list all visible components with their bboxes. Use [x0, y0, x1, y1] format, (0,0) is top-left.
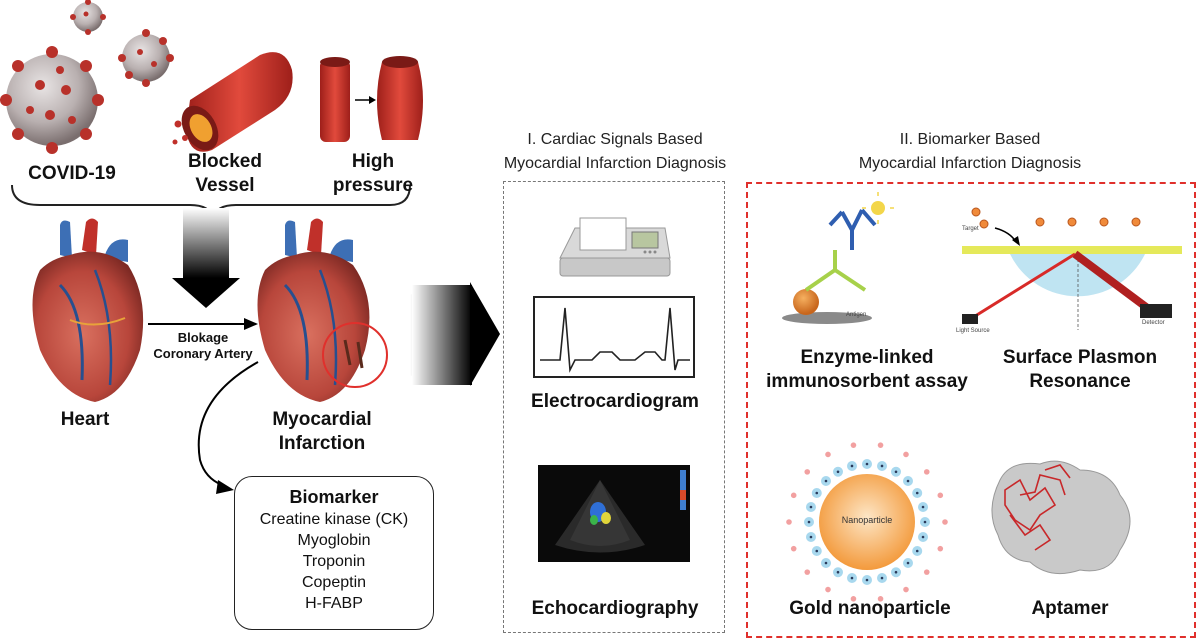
biomarker-item: H-FABP	[305, 595, 363, 612]
nanoparticle-shell-dot-core	[915, 491, 919, 495]
biomarker-box: Biomarker Creatine kinase (CK) Myoglobin…	[234, 476, 434, 630]
covid-virus-large-icon	[0, 46, 104, 154]
section1-title: I. Cardiac Signals Based Myocardial Infa…	[503, 131, 727, 172]
blockage-label: Blokage Coronary Artery	[153, 330, 253, 361]
spr-icon	[962, 207, 1182, 330]
biomarker-item: Creatine kinase (CK)	[259, 511, 409, 528]
nanoparticle-shell-dot-core	[807, 520, 811, 524]
biomarker-item: Copeptin	[301, 574, 367, 591]
nanoparticle-shell-dot-core	[809, 505, 813, 509]
biomarker-curve-arrow	[197, 361, 259, 486]
gold-nanoparticle-label: Gold nanoparticle	[789, 598, 951, 619]
blocked-vessel-icon	[172, 52, 293, 152]
nanoparticle-shell-dot-core	[865, 578, 869, 582]
elisa-icon	[782, 192, 894, 324]
nanoparticle-shell-dot-core	[824, 479, 828, 483]
cardiac-signals-box	[503, 181, 725, 633]
biomarker-diagnosis-box	[746, 182, 1196, 638]
nanoparticle-shell-dot-core	[824, 561, 828, 565]
nanoparticle-shell-dot-core	[915, 549, 919, 553]
nanoparticle-shell-dot	[923, 469, 930, 475]
spr-label: Surface Plasmon Resonance	[1002, 347, 1158, 392]
spr-target-label: Target	[962, 226, 979, 232]
nanoparticle-shell-dot	[903, 586, 909, 593]
nanoparticle-shell-dot-core	[923, 520, 927, 524]
covid-virus-medium-icon	[118, 29, 174, 87]
elisa-antigen-label: Antigen	[846, 312, 867, 318]
nanoparticle-shell-dot-core	[880, 464, 884, 468]
nanoparticle-shell-dot-core	[906, 561, 910, 565]
nanoparticle-shell-dots	[786, 442, 948, 602]
nanoparticle-shell-dot	[825, 586, 831, 593]
nanoparticle-shell-dot	[790, 545, 797, 552]
nanoparticle-shell-dot-core	[921, 505, 925, 509]
gold-nanoparticle-icon	[786, 442, 948, 602]
down-arrow-icon	[172, 208, 240, 308]
nanoparticle-shell-dot	[903, 451, 909, 458]
echocardiography-label: Echocardiography	[531, 598, 699, 619]
nanoparticle-shell-dot-core	[809, 535, 813, 539]
spr-detector-label: Detector	[1142, 320, 1165, 326]
heart-label: Heart	[60, 409, 110, 430]
aptamer-icon	[991, 460, 1131, 575]
covid-virus-small-icon	[70, 0, 106, 35]
spr-light-label: Light Source	[956, 328, 990, 334]
nanoparticle-shell-dot	[786, 519, 792, 525]
nanoparticle-shell-dot-core	[906, 479, 910, 483]
nanoparticle-shell-dot-core	[850, 576, 854, 580]
nanoparticle-shell-dot-core	[836, 470, 840, 474]
biomarker-item: Troponin	[302, 553, 366, 570]
nanoparticle-shell-dot-core	[815, 549, 819, 553]
right-arrow-icon	[410, 282, 500, 386]
aptamer-label: Aptamer	[1031, 598, 1109, 619]
mi-label: Myocardial Infarction	[272, 409, 372, 454]
nanoparticle-shell-dot-core	[894, 570, 898, 574]
nanoparticle-shell-dot	[804, 569, 811, 575]
nanoparticle-shell-dot	[937, 492, 944, 499]
nanoparticle-shell-dot	[923, 569, 930, 575]
section2-title: II. Biomarker Based Myocardial Infarctio…	[858, 131, 1082, 172]
echocardiography-image	[538, 465, 690, 562]
cause-blocked-vessel-label: Blocked Vessel	[188, 151, 262, 196]
nanoparticle-shell-dot	[790, 492, 797, 499]
electrocardiogram-label: Electrocardiogram	[531, 391, 699, 412]
nanoparticle-shell-dot-core	[921, 535, 925, 539]
nanoparticle-shell-dot	[825, 451, 831, 458]
biomarker-title: Biomarker	[289, 487, 379, 507]
nanoparticle-label: Nanoparticle	[841, 515, 893, 525]
nanoparticle-shell-dot	[877, 442, 884, 448]
nanoparticle-shell-dot	[850, 442, 857, 448]
nanoparticle-shell-dot	[804, 469, 811, 475]
elisa-label: Enzyme-linked immunosorbent assay	[766, 347, 968, 392]
nanoparticle-shell-dot	[850, 596, 857, 602]
nanoparticle-shell-dot	[942, 519, 948, 525]
nanoparticle-shell-dot-core	[865, 462, 869, 466]
nanoparticle-shell-dot	[937, 545, 944, 552]
nanoparticle-shell-dot-core	[894, 470, 898, 474]
nanoparticle-shell-dot-core	[836, 570, 840, 574]
ecg-trace-chart	[533, 296, 695, 378]
nanoparticle-shell-dot-core	[880, 576, 884, 580]
cause-high-pressure-label: High pressure	[332, 151, 414, 196]
heart-icon	[32, 218, 144, 402]
mi-heart-icon	[257, 218, 388, 402]
nanoparticle-shell-dot	[877, 596, 884, 602]
nanoparticle-shell-dot-core	[815, 491, 819, 495]
high-pressure-icon	[320, 56, 423, 142]
nanoparticle-shell-dot-core	[850, 464, 854, 468]
ecg-machine-icon	[559, 217, 671, 277]
cause-covid-label: COVID-19	[28, 163, 116, 184]
biomarker-item: Myoglobin	[297, 532, 371, 549]
